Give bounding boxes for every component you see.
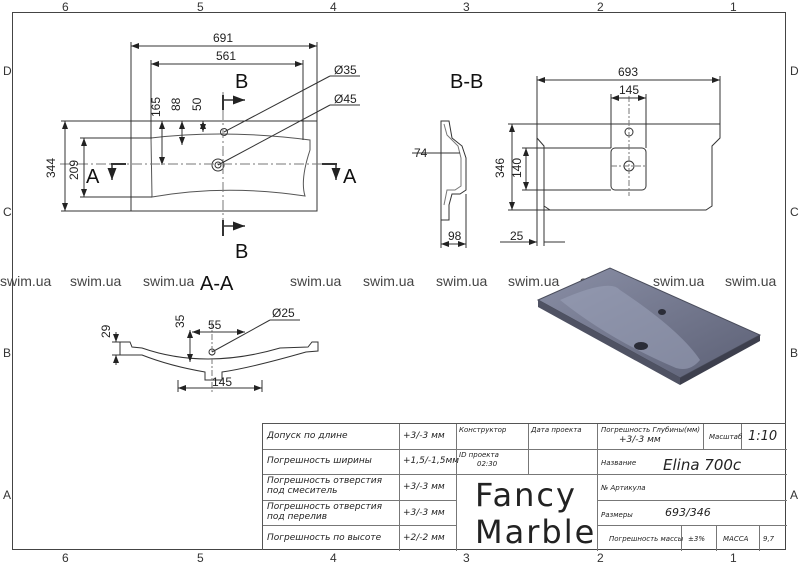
brand-line-1: Fancy: [475, 476, 577, 514]
project-date-label: Дата проекта: [531, 426, 582, 434]
dim-aa-bowl: 145: [212, 375, 232, 389]
scale-value: 1:10: [748, 429, 778, 444]
watermark: swim.ua: [653, 273, 705, 289]
section-marker-a-right: A: [343, 166, 357, 188]
dim-tap-hole: Ø35: [334, 63, 357, 77]
watermark: swim.ua: [508, 273, 560, 289]
zone-col-4-bottom: 4: [330, 551, 337, 565]
top-view-labels: 691 561 165 88 50 344 209 Ø35 Ø45 B B A …: [44, 31, 357, 263]
dim-bb-bowl-width: 140: [510, 158, 524, 178]
mass-tolerance-label: Погрешность массы: [609, 535, 684, 543]
zone-row-d-right: D: [790, 64, 799, 78]
dim-length: 691: [213, 31, 233, 45]
section-aa-view: [112, 319, 319, 392]
zone-col-5: 5: [197, 0, 204, 14]
watermark: swim.ua: [436, 273, 488, 289]
basin-3d-render: [536, 267, 762, 385]
project-id-value: 02:30: [477, 460, 498, 468]
tolerance-overflow-label: Погрешность отверстия под перелив: [267, 502, 382, 522]
dim-drain-offset: 165: [149, 97, 163, 117]
top-view: [60, 42, 360, 236]
mass-label: МАССА: [723, 535, 749, 543]
dim-aa-hole: Ø25: [272, 306, 295, 320]
section-bb-view: [500, 76, 721, 246]
mass-tolerance-value: ±3%: [688, 535, 705, 543]
tolerance-overflow-value: +3/-3 мм: [403, 508, 445, 518]
watermark: swim.ua: [0, 273, 52, 289]
dim-bowl-length: 561: [216, 49, 236, 63]
dim-bb-rim: 25: [510, 229, 524, 243]
zone-col-6-bottom: 6: [62, 551, 69, 565]
dim-overflow-offset: 88: [169, 97, 183, 111]
zone-row-c-right: C: [790, 205, 799, 219]
dim-aa-rim-height: 29: [99, 324, 113, 338]
watermark: swim.ua: [143, 273, 195, 289]
size-label: Размеры: [601, 511, 633, 519]
zone-row-d: D: [3, 64, 12, 78]
designer-label: Конструктор: [459, 426, 507, 434]
article-label: № Артикула: [601, 484, 646, 492]
tolerance-tap-hole-value: +3/-3 мм: [403, 482, 445, 492]
section-marker-b-top: B: [235, 71, 248, 93]
name-label: Название: [601, 459, 637, 467]
scale-label: Масштаб: [709, 433, 743, 441]
brand-line-2: Marble: [475, 513, 597, 551]
tolerance-width-value: +1,5/-1,5мм: [403, 456, 460, 466]
dim-tap-offset: 50: [190, 97, 204, 111]
dim-bb-width: 346: [493, 158, 507, 178]
title-block: Допуск по длине +3/-3 мм Погрешность шир…: [262, 423, 787, 551]
tolerance-height-label: Погрешность по высоте: [267, 533, 382, 543]
size-value: 693/346: [665, 506, 711, 519]
side-profile-view: [412, 120, 467, 248]
zone-col-2-bottom: 2: [597, 551, 604, 565]
dim-width: 344: [44, 158, 58, 178]
zone-row-b: B: [3, 346, 12, 360]
mass-value: 9,7: [763, 535, 775, 543]
zone-row-c: C: [3, 205, 12, 219]
project-id-label: ID проекта: [459, 451, 499, 459]
dim-side-height: 98: [448, 229, 462, 243]
watermark: swim.ua: [70, 273, 122, 289]
name-value: Elina 700c: [663, 456, 742, 474]
section-aa-title: A-A: [200, 273, 234, 295]
dim-side-depth: 74: [414, 146, 428, 160]
zone-col-6: 6: [62, 0, 69, 14]
zone-col-3: 3: [463, 0, 470, 14]
section-bb-title: B-B: [450, 71, 483, 93]
zone-row-a-right: A: [790, 488, 799, 502]
dim-aa-offset: 55: [208, 318, 222, 332]
depth-tolerance-label: Погрешность Глубины(мм): [601, 426, 701, 434]
zone-col-5-bottom: 5: [197, 551, 204, 565]
tolerance-length-label: Допуск по длине: [267, 431, 348, 441]
dim-aa-depth: 35: [173, 314, 187, 328]
dim-bowl-width: 209: [67, 160, 81, 180]
depth-tolerance-value: +3/-3 мм: [619, 435, 661, 445]
tolerance-width-label: Погрешность ширины: [267, 456, 372, 466]
zone-row-b-right: B: [790, 346, 799, 360]
watermark: swim.ua: [290, 273, 342, 289]
zone-row-a: A: [3, 488, 12, 502]
zone-col-3-bottom: 3: [463, 551, 470, 565]
dim-bb-length: 693: [618, 65, 638, 79]
dim-drain-hole: Ø45: [334, 92, 357, 106]
section-marker-b-bottom: B: [235, 241, 248, 263]
dim-bb-bowl: 145: [619, 83, 639, 97]
zone-col-2: 2: [597, 0, 604, 14]
tolerance-height-value: +2/-2 мм: [403, 533, 445, 543]
watermark: swim.ua: [725, 273, 777, 289]
tolerance-length-value: +3/-3 мм: [403, 431, 445, 441]
watermark: swim.ua: [363, 273, 415, 289]
zone-col-1-bottom: 1: [730, 551, 737, 565]
zone-col-4: 4: [330, 0, 337, 14]
zone-col-1: 1: [730, 0, 737, 14]
section-marker-a-left: A: [86, 166, 100, 188]
tolerance-tap-hole-label: Погрешность отверстия под смеситель: [267, 476, 382, 496]
